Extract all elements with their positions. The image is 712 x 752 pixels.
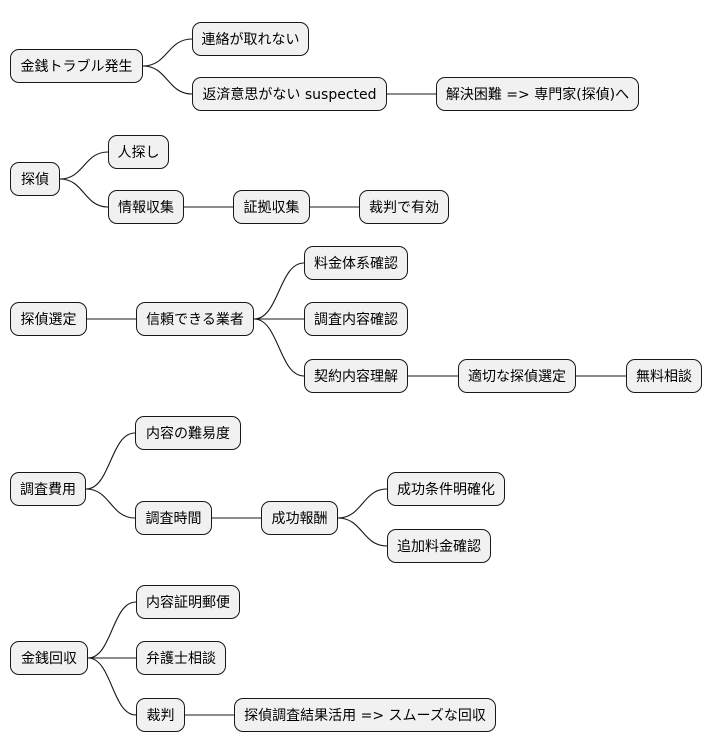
connector-line xyxy=(142,65,193,95)
node-info-gathering: 情報収集 xyxy=(108,190,184,224)
node-trusted-agency: 信頼できる業者 xyxy=(136,302,254,336)
node-investigation-time: 調査時間 xyxy=(135,501,212,535)
node-valid-in-court: 裁判で有効 xyxy=(359,190,449,224)
node-to-expert: 解決困難 => 専門家(探偵)へ xyxy=(436,77,639,111)
node-difficulty: 内容の難易度 xyxy=(135,416,241,450)
connector-line xyxy=(253,262,305,320)
node-money-trouble: 金銭トラブル発生 xyxy=(10,49,143,83)
node-fee-structure-check: 料金体系確認 xyxy=(304,246,408,280)
node-lawsuit: 裁判 xyxy=(136,698,185,732)
node-success-condition: 成功条件明確化 xyxy=(387,472,505,506)
node-investigation-content-check: 調査内容確認 xyxy=(304,302,408,336)
connector-line xyxy=(87,601,137,659)
node-people-search: 人探し xyxy=(108,135,169,169)
node-no-repay-intent: 返済意思がない suspected xyxy=(192,77,387,111)
node-evidence-gathering: 証拠収集 xyxy=(233,190,310,224)
node-certified-mail: 内容証明郵便 xyxy=(136,585,240,619)
node-contract-understanding: 契約内容理解 xyxy=(304,359,408,393)
node-money-recovery: 金銭回収 xyxy=(10,641,88,675)
connector-line xyxy=(85,488,136,519)
node-detective: 探偵 xyxy=(10,162,60,196)
connector-line xyxy=(337,488,388,519)
node-investigation-cost: 調査費用 xyxy=(10,472,86,506)
node-free-consultation: 無料相談 xyxy=(626,359,702,393)
node-proper-selection: 適切な探偵選定 xyxy=(458,359,576,393)
connector-line xyxy=(85,432,136,490)
node-success-fee: 成功報酬 xyxy=(261,501,338,535)
connector-line xyxy=(87,657,137,716)
connector-line xyxy=(337,517,388,547)
node-cannot-contact: 連絡が取れない xyxy=(192,22,309,56)
node-use-results: 探偵調査結果活用 => スムーズな回収 xyxy=(234,698,496,732)
connector-line xyxy=(59,178,109,208)
connector-line xyxy=(253,318,305,377)
connector-line xyxy=(142,38,193,67)
connector-line xyxy=(59,151,109,180)
node-detective-selection: 探偵選定 xyxy=(10,302,87,336)
node-lawyer-consultation: 弁護士相談 xyxy=(136,641,226,675)
node-extra-fee-check: 追加料金確認 xyxy=(387,529,491,563)
